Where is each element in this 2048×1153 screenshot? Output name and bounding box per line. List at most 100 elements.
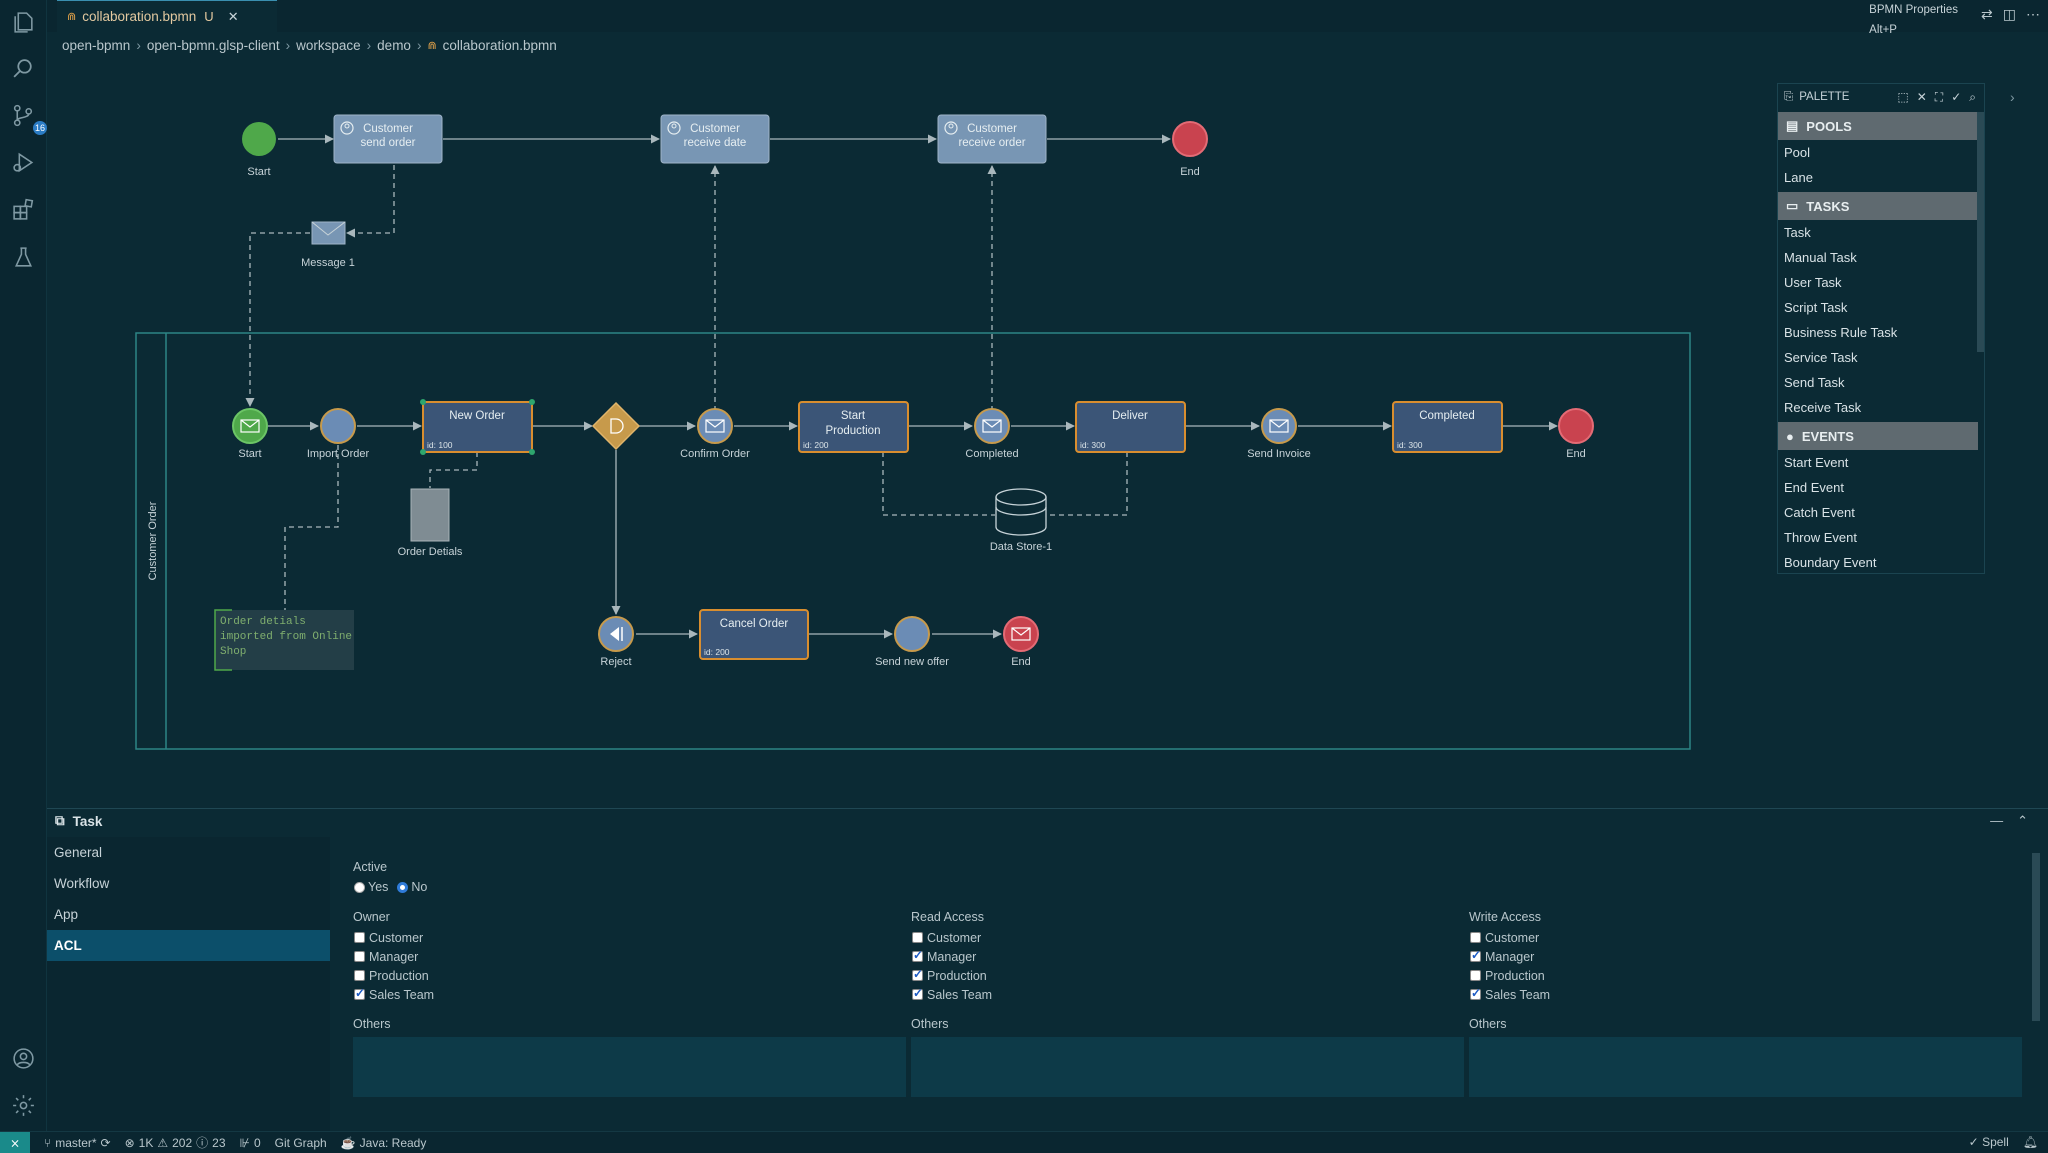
- owner-others-input[interactable]: [353, 1037, 906, 1097]
- completed-event[interactable]: Completed: [965, 408, 1019, 460]
- palette-item-start-event[interactable]: Start Event: [1784, 455, 1849, 470]
- diagram-canvas[interactable]: Start Customer send order Customer recei…: [47, 60, 2048, 808]
- active-no-radio[interactable]: [397, 881, 409, 893]
- send-invoice-event[interactable]: Send Invoice: [1247, 408, 1311, 460]
- palette-item-service-task[interactable]: Service Task: [1784, 350, 1858, 365]
- palette-item-boundary-event[interactable]: Boundary Event: [1784, 555, 1877, 570]
- gateway[interactable]: [591, 401, 641, 451]
- owner-customer-checkbox[interactable]: [354, 932, 365, 943]
- problems-status[interactable]: ⊗ 1K ⚠ 202 ⓘ 23: [125, 1134, 226, 1151]
- owner-production-checkbox[interactable]: [354, 970, 365, 981]
- task-customer-receive-order[interactable]: Customer receive order: [937, 114, 1047, 164]
- extensions-icon[interactable]: [11, 197, 36, 222]
- palette-item-pool[interactable]: Pool: [1784, 145, 1811, 160]
- palette-item-business-rule-task[interactable]: Business Rule Task: [1784, 325, 1898, 340]
- write-sales-team-checkbox[interactable]: [1470, 986, 1481, 1000]
- testing-icon[interactable]: [11, 245, 36, 270]
- source-control-icon[interactable]: 16: [11, 103, 48, 135]
- close-icon[interactable]: ✕: [227, 8, 239, 24]
- palette-section-events[interactable]: ● EVENTS: [1778, 422, 1978, 450]
- chevron-up-icon[interactable]: ⌃: [2017, 813, 2028, 828]
- palette-item-user-task[interactable]: User Task: [1784, 275, 1842, 290]
- properties-scrollbar[interactable]: [2032, 853, 2040, 1021]
- task-customer-send-order[interactable]: Customer send order: [333, 114, 443, 164]
- search-icon[interactable]: [11, 56, 36, 81]
- breadcrumb-item[interactable]: collaboration.bpmn: [442, 37, 557, 53]
- task-start-production[interactable]: Start Production id: 200: [798, 401, 909, 453]
- tab-app[interactable]: App: [54, 907, 79, 922]
- palette-section-pools[interactable]: ▤ POOLS: [1778, 112, 1978, 140]
- lane-start-message-event[interactable]: Start: [232, 408, 268, 460]
- tab-general[interactable]: General: [54, 845, 103, 860]
- text-annotation[interactable]: Order detials imported from Online Shop: [214, 609, 354, 671]
- reject-end-event[interactable]: End: [1003, 616, 1039, 668]
- sync-icon[interactable]: ⟳: [100, 1135, 111, 1150]
- tab-workflow[interactable]: Workflow: [54, 876, 110, 891]
- pool-customer-order[interactable]: Customer Order: [135, 332, 1691, 750]
- write-manager-checkbox[interactable]: [1470, 948, 1481, 962]
- palette-item-end-event[interactable]: End Event: [1784, 480, 1844, 495]
- remote-icon[interactable]: ⨯: [0, 1131, 30, 1153]
- git-graph-button[interactable]: Git Graph: [274, 1135, 327, 1150]
- minimize-icon[interactable]: —: [1990, 813, 2004, 828]
- owner-manager-checkbox[interactable]: [354, 951, 365, 962]
- palette-item-manual-task[interactable]: Manual Task: [1784, 250, 1857, 265]
- read-sales-team-checkbox[interactable]: [912, 986, 923, 1000]
- import-order-event[interactable]: Import Order: [307, 408, 370, 460]
- read-production-checkbox[interactable]: [912, 967, 923, 981]
- lane-end-event[interactable]: End: [1558, 408, 1594, 460]
- write-production-checkbox[interactable]: [1470, 970, 1481, 981]
- selection-tool-icon[interactable]: ⬚: [1897, 89, 1909, 104]
- explorer-icon[interactable]: [11, 10, 36, 35]
- task-new-order[interactable]: New Order id: 100: [420, 399, 535, 455]
- breadcrumb-item[interactable]: open-bpmn: [62, 37, 131, 53]
- breadcrumb-item[interactable]: demo: [377, 37, 411, 53]
- palette-item-receive-task[interactable]: Receive Task: [1784, 400, 1862, 415]
- read-others-input[interactable]: [911, 1037, 1464, 1097]
- write-customer-checkbox[interactable]: [1470, 932, 1481, 943]
- palette-item-send-task[interactable]: Send Task: [1784, 375, 1845, 390]
- palette-scrollbar[interactable]: [1977, 112, 1984, 352]
- run-debug-icon[interactable]: [11, 150, 36, 175]
- validate-icon[interactable]: ✓: [1951, 89, 1962, 104]
- read-customer-checkbox[interactable]: [912, 932, 923, 943]
- bpmn-properties-hint[interactable]: BPMN Properties Alt+P: [1869, 0, 1958, 40]
- reject-event[interactable]: Reject: [598, 616, 634, 668]
- data-store-1[interactable]: Data Store-1: [990, 488, 1052, 553]
- delete-icon[interactable]: ✕: [1916, 89, 1927, 104]
- branch-status[interactable]: ⑂ master* ⟳: [44, 1136, 111, 1150]
- breadcrumb-item[interactable]: open-bpmn.glsp-client: [146, 37, 280, 53]
- palette-item-task[interactable]: Task: [1784, 225, 1811, 240]
- java-status[interactable]: ☕ Java: Ready: [341, 1136, 427, 1150]
- bpmn-diagram[interactable]: Start Customer send order Customer recei…: [47, 60, 1767, 808]
- owner-sales-team-checkbox[interactable]: [354, 986, 365, 1000]
- active-yes-radio[interactable]: [354, 881, 365, 893]
- task-customer-receive-date[interactable]: Customer receive date: [660, 114, 770, 164]
- breadcrumb-item[interactable]: workspace: [296, 37, 361, 53]
- palette-item-script-task[interactable]: Script Task: [1784, 300, 1848, 315]
- task-completed[interactable]: Completed id: 300: [1392, 401, 1503, 453]
- palette-item-catch-event[interactable]: Catch Event: [1784, 505, 1855, 520]
- task-deliver[interactable]: Deliver id: 300: [1075, 401, 1186, 453]
- confirm-order-event[interactable]: Confirm Order: [680, 408, 750, 460]
- palette-item-throw-event[interactable]: Throw Event: [1784, 530, 1857, 545]
- send-new-offer-event[interactable]: Send new offer: [875, 616, 949, 668]
- ports-status[interactable]: ⊮ 0: [240, 1136, 261, 1150]
- notifications-bell-icon[interactable]: 🔔︎: [2022, 1135, 2038, 1149]
- spell-status[interactable]: ✓ Spell: [1969, 1135, 2009, 1149]
- message-1[interactable]: Message 1: [301, 221, 355, 269]
- top-start-event[interactable]: Start: [242, 122, 276, 178]
- compare-changes-icon[interactable]: ⇄: [1981, 6, 1993, 22]
- chevron-right-icon[interactable]: ›: [2010, 89, 2015, 105]
- task-cancel-order[interactable]: Cancel Order id: 200: [699, 609, 809, 660]
- search-icon[interactable]: ⌕: [1969, 89, 1976, 104]
- palette-section-tasks[interactable]: ▭ TASKS: [1778, 192, 1978, 220]
- fit-to-screen-icon[interactable]: ⛶: [1934, 89, 1944, 104]
- settings-gear-icon[interactable]: [11, 1093, 36, 1118]
- read-manager-checkbox[interactable]: [912, 948, 923, 962]
- more-actions-icon[interactable]: ⋯: [2026, 6, 2040, 22]
- write-others-input[interactable]: [1469, 1037, 2022, 1097]
- account-icon[interactable]: [11, 1046, 36, 1071]
- top-end-event[interactable]: End: [1172, 121, 1208, 178]
- data-object-order-details[interactable]: Order Detials: [398, 488, 463, 558]
